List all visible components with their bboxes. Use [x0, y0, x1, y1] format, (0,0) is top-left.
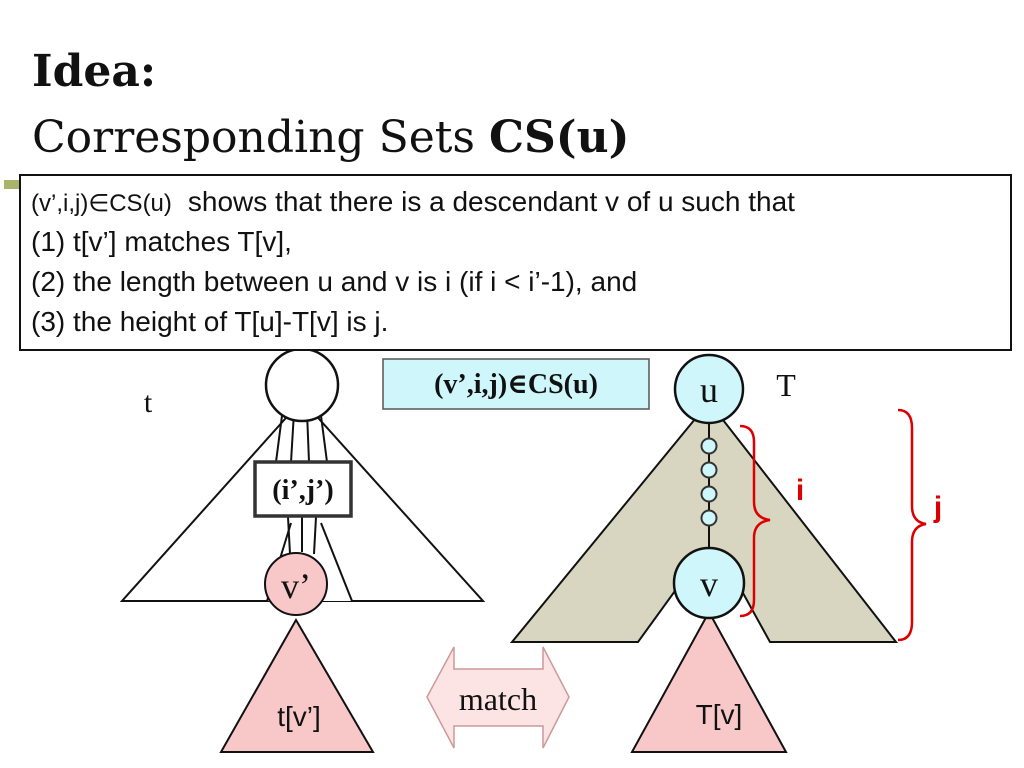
left-paths: [275, 407, 328, 555]
v-node: [672, 546, 746, 620]
right-subtree-label: T[v]: [696, 699, 743, 730]
v-label: v: [700, 564, 718, 604]
title-corresponding-sets: Corresponding Sets CS(u): [32, 116, 629, 160]
v-prime-node: [264, 552, 328, 616]
cs-label-box: [382, 358, 650, 410]
definition-line-4: (3) the height of T[u]-T[v] is j.: [31, 306, 389, 337]
i-label: i: [796, 474, 804, 507]
title-line2-bold: CS(u): [489, 112, 630, 163]
title-line2-text: Corresponding Sets: [32, 112, 489, 163]
match-label: match: [459, 681, 537, 717]
match-arrow: [426, 646, 570, 749]
u-node: [673, 353, 745, 425]
definition-line-1-text: shows that there is a descendant v of u …: [187, 186, 795, 217]
left-root-node: [264, 347, 340, 423]
definition-box: (v’,i,j)∈CS(u) shows that there is a desc…: [19, 174, 1012, 351]
i-brace: [739, 424, 771, 618]
u-label: u: [700, 370, 718, 410]
cs-label: (v’,i,j)∈CS(u): [434, 369, 598, 400]
v-prime-label: v’: [281, 566, 311, 606]
left-subtree-triangle: [219, 617, 375, 753]
pair-label: (i’,j’): [272, 475, 333, 506]
path-intermediate-nodes: [700, 437, 718, 527]
pair-box: [253, 460, 353, 518]
bullet-marker: [4, 180, 22, 189]
definition-line-1: (v’,i,j)∈CS(u) shows that there is a desc…: [31, 182, 1010, 222]
j-brace: [897, 408, 927, 642]
left-tree-label: t: [144, 386, 153, 419]
definition-lead: (v’,i,j)∈CS(u): [31, 190, 172, 217]
left-notch-right-edge: [320, 522, 353, 602]
j-label: j: [933, 491, 942, 524]
left-subtree-label: t[v’]: [277, 701, 321, 732]
right-tree-label: T: [776, 367, 796, 403]
title-idea: Idea:: [32, 46, 157, 97]
right-subtree-triangle: [630, 609, 788, 753]
definition-line-3: (2) the length between u and v is i (if …: [31, 266, 638, 297]
definition-line-2: (1) t[v’] matches T[v],: [31, 226, 292, 257]
